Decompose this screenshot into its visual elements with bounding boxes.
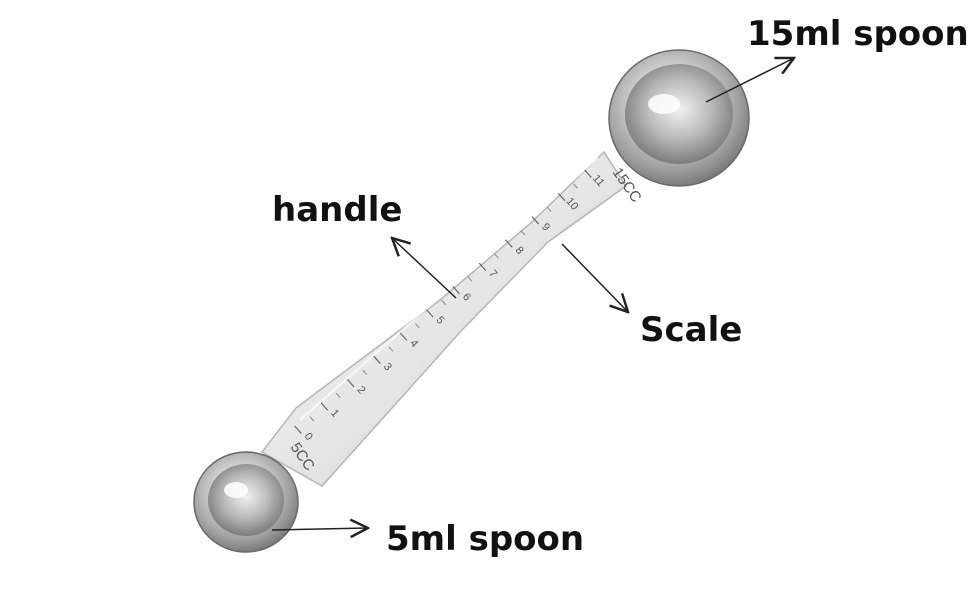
scale-tick [399, 332, 408, 341]
scale-tick [426, 309, 434, 318]
scale-tick [346, 379, 355, 388]
scale-minor-tick [309, 416, 315, 422]
scale-minor-tick [388, 346, 394, 352]
scale-minor-tick [441, 299, 447, 306]
scale-tick [478, 262, 487, 271]
scale-minor-tick [494, 253, 499, 259]
scale-tick [557, 192, 566, 202]
scale-tick [294, 425, 302, 434]
scale-tick [373, 355, 381, 365]
label-handle: handle [272, 190, 403, 230]
scale-tick [531, 216, 540, 225]
label-5ml-spoon: 5ml spoon [386, 519, 585, 559]
scale-minor-tick [362, 369, 367, 375]
arrow-15ml [705, 58, 794, 103]
scale-tick [505, 239, 513, 248]
scale-minor-tick [520, 230, 526, 236]
scale-tick [320, 402, 329, 411]
arrow-scale [561, 243, 628, 312]
label-scale: Scale [640, 310, 743, 350]
scale-minor-tick [573, 183, 578, 189]
scale-tick [584, 169, 592, 178]
scale-minor-tick [467, 276, 473, 282]
arrow-5ml [271, 528, 368, 530]
arrow-handle [392, 238, 457, 299]
scale-minor-tick [414, 323, 420, 329]
scale-tick [452, 285, 460, 295]
spoon-handle [260, 150, 628, 487]
scale-minor-tick [546, 206, 552, 212]
scale-minor-tick [335, 393, 341, 399]
label-15ml-spoon: 15ml spoon [747, 14, 969, 54]
